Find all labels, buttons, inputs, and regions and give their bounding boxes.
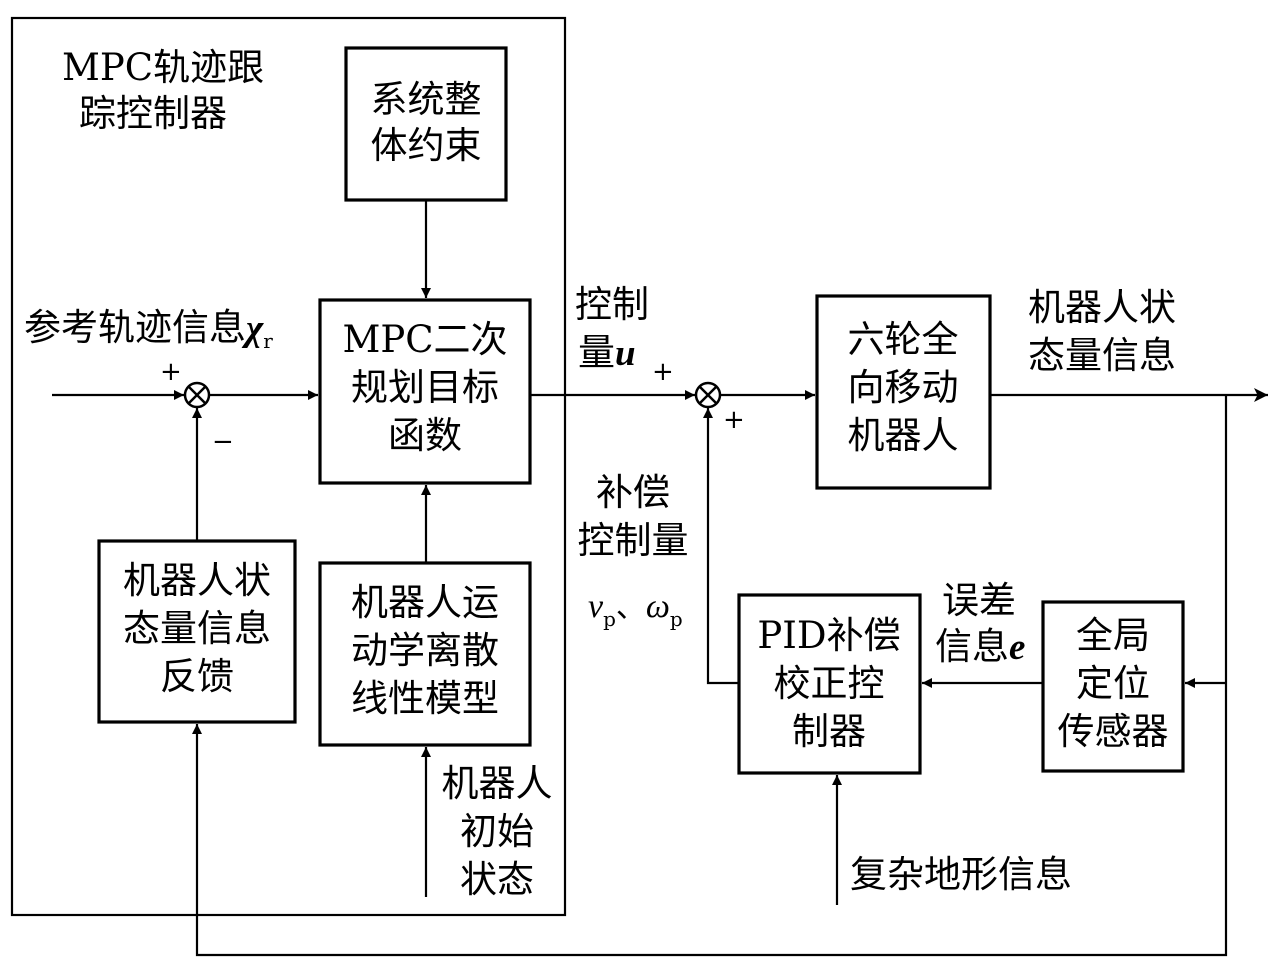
svg-text:PID补偿校正控制器: PID补偿校正控制器 [757,614,900,753]
robot-state-output-label: 机器人状态量信息 [1028,286,1176,377]
sum2-plus-bottom: + [723,405,745,435]
arrow-pid-to-sum2 [703,408,739,685]
svg-text:机器人状态量信息反馈: 机器人状态量信息反馈 [123,559,271,698]
reference-trajectory-label: 参考轨迹信息χr [24,306,273,353]
system-constraint-block: 系统整体约束 [344,46,508,202]
arrow-feedback-bus-to-state-block [192,395,1228,957]
mpc-controller-label: MPC轨迹跟踪控制器 [62,46,264,135]
sum1-plus-sign: + [160,357,182,387]
mpc-controller-frame [10,16,567,917]
svg-text:MPC二次规划目标函数: MPC二次规划目标函数 [342,318,507,457]
summing-junction-1 [183,381,211,409]
svg-text:全局定位传感器: 全局定位传感器 [1058,614,1169,753]
svg-text:机器人运动学离散线性模型: 机器人运动学离散线性模型 [351,581,499,720]
svg-text:六轮全向移动机器人: 六轮全向移动机器人 [848,318,959,457]
state-feedback-block: 机器人状态量信息反馈 [97,539,297,724]
kinematic-model-block: 机器人运动学离散线性模型 [318,561,532,747]
sum1-minus-sign: − [212,427,234,457]
robot-block: 六轮全向移动机器人 [815,294,992,490]
pid-controller-block: PID补偿校正控制器 [737,593,922,775]
svg-text:系统整体约束: 系统整体约束 [371,78,482,167]
terrain-info-label: 复杂地形信息 [850,853,1072,896]
compensation-label: 补偿控制量 [578,471,689,562]
mpc-objective-block: MPC二次规划目标函数 [318,298,532,485]
sum2-plus-top: + [652,357,674,387]
compensation-symbols: vp、ωp [588,588,683,631]
summing-junction-2 [694,381,722,409]
control-input-label: 控制量u [575,283,649,374]
error-info-label: 误差信息e [935,579,1025,668]
global-sensor-block: 全局定位传感器 [1041,600,1185,773]
initial-state-label: 机器人初始状态 [442,762,553,901]
